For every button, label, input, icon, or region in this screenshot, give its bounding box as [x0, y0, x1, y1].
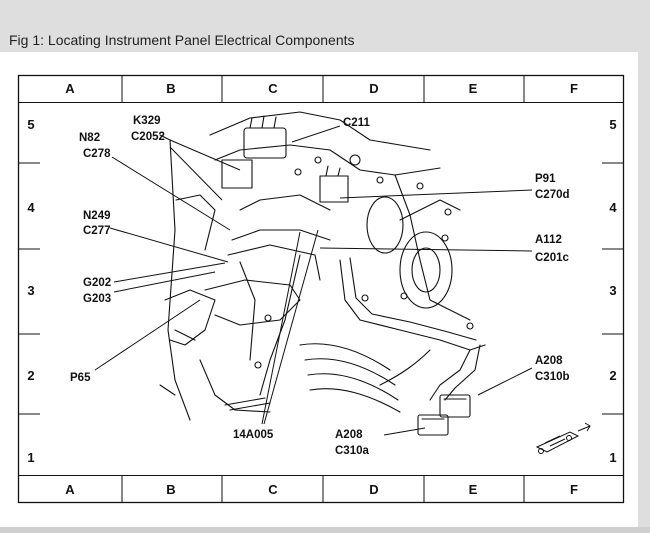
col-bottom-d: D: [369, 482, 378, 497]
callout-c270d: C270d: [535, 189, 570, 201]
callout-g203: G203: [83, 293, 111, 305]
callout-k329: K329: [133, 115, 161, 127]
callout-n249: N249: [83, 210, 111, 222]
column-ticks: [121, 76, 525, 502]
callout-p91: P91: [535, 173, 556, 185]
callout-c201c: C201c: [535, 252, 569, 264]
col-top-e: E: [469, 81, 478, 96]
figure-caption: Fig 1: Locating Instrument Panel Electri…: [9, 32, 355, 48]
callout-n82: N82: [79, 132, 100, 144]
row-right-4: 4: [609, 200, 617, 215]
row-left-3: 3: [27, 283, 34, 298]
diagram-frame: [17, 74, 625, 504]
col-bottom-c: C: [268, 482, 278, 497]
row-left-1: 1: [27, 450, 34, 465]
col-top-f: F: [570, 81, 578, 96]
panel-illustration: [159, 111, 486, 436]
bottom-edge: [0, 527, 650, 533]
col-bottom-b: B: [166, 482, 175, 497]
callout-a112: A112: [535, 234, 562, 246]
row-left-4: 4: [27, 200, 35, 215]
callout-p65: P65: [70, 372, 91, 384]
row-left-2: 2: [27, 368, 34, 383]
col-top-c: C: [268, 81, 278, 96]
row-right-1: 1: [609, 450, 616, 465]
callout-c277: C277: [83, 225, 111, 237]
row-ticks: [18, 162, 624, 415]
col-bottom-a: A: [65, 482, 75, 497]
row-right-3: 3: [609, 283, 616, 298]
callout-c310b: C310b: [535, 371, 570, 383]
col-top-a: A: [65, 81, 75, 96]
callout-c278: C278: [83, 148, 111, 160]
col-bottom-f: F: [570, 482, 578, 497]
diagram-inner-frame: [18, 102, 624, 476]
col-top-d: D: [369, 81, 378, 96]
col-top-b: B: [166, 81, 175, 96]
caption-bar: [0, 0, 650, 52]
scroll-rail: [638, 0, 650, 533]
leader-lines: [94, 125, 533, 436]
col-bottom-e: E: [469, 482, 478, 497]
callout-c2052: C2052: [131, 131, 165, 143]
row-right-2: 2: [609, 368, 616, 383]
callout-a208-a: A208: [335, 429, 363, 441]
callout-g202: G202: [83, 277, 111, 289]
vehicle-arrow-icon: [535, 422, 591, 454]
callout-c211: C211: [343, 117, 370, 129]
callout-a208-b: A208: [535, 355, 563, 367]
callout-c310a: C310a: [335, 445, 369, 457]
callout-14a005: 14A005: [233, 429, 274, 441]
row-right-5: 5: [609, 117, 616, 132]
row-left-5: 5: [27, 117, 34, 132]
